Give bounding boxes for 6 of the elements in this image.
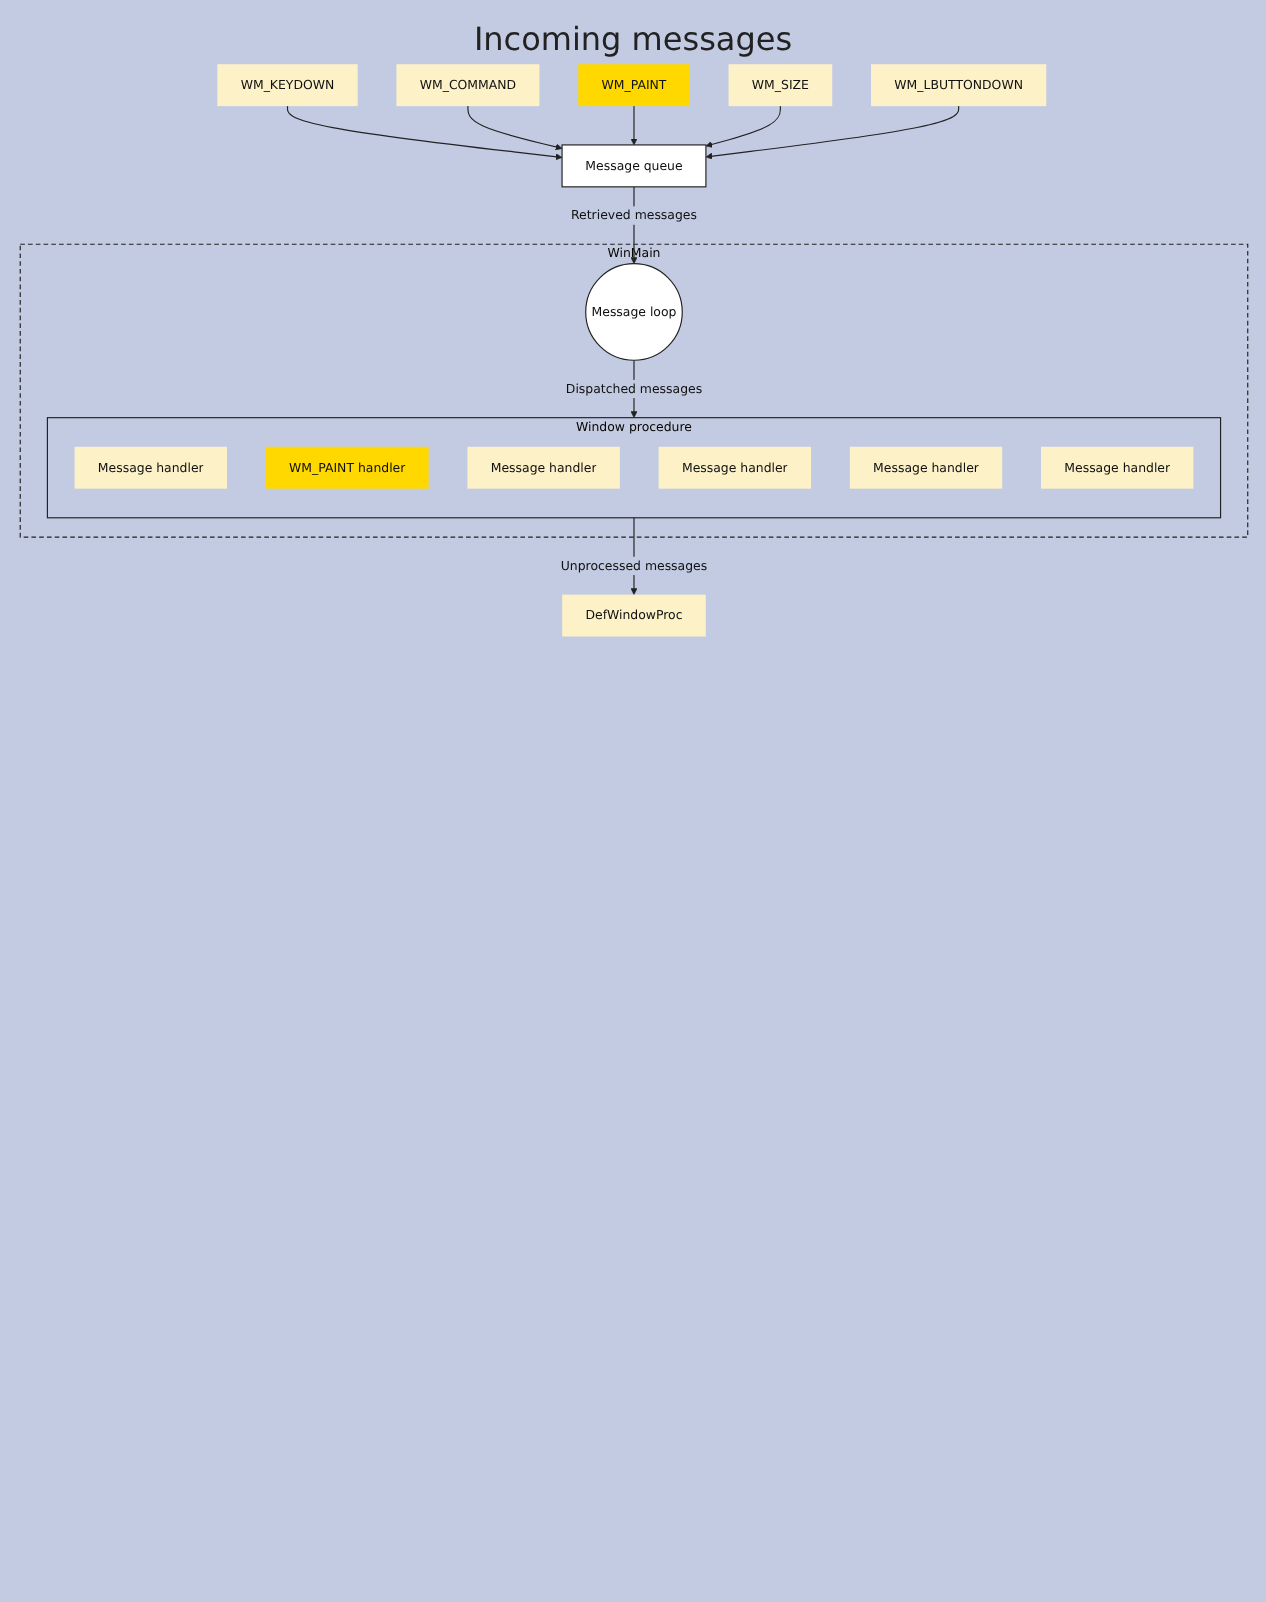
- arrow: [629, 105, 637, 146]
- heading-label: Incoming messages: [473, 20, 793, 58]
- arrow: [704, 105, 959, 160]
- arrow: [466, 105, 562, 151]
- arrow: [285, 105, 562, 161]
- arrow: [704, 105, 780, 148]
